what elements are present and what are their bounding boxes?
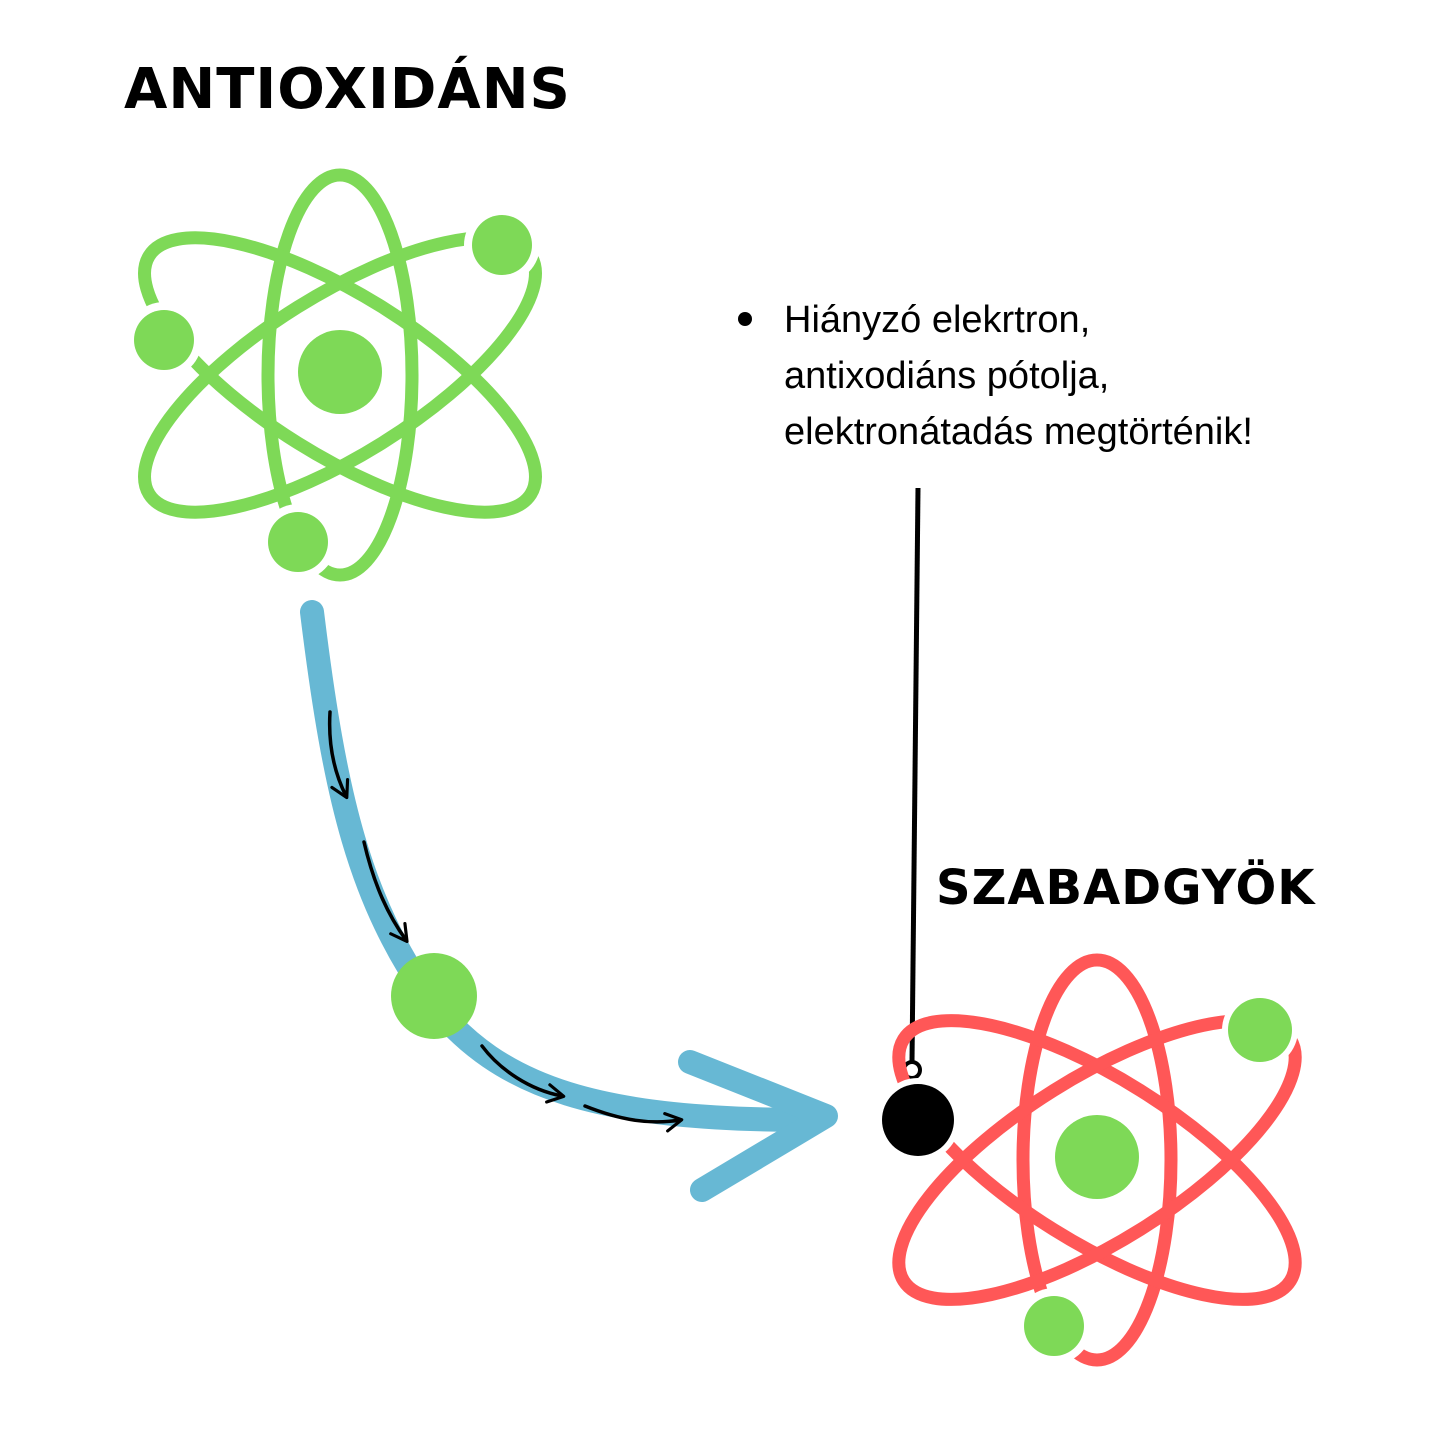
electron bbox=[268, 512, 328, 572]
antioxidant-atom bbox=[126, 168, 542, 582]
electron bbox=[1228, 998, 1292, 1062]
electron bbox=[1024, 1296, 1084, 1356]
transferred-electron bbox=[391, 953, 477, 1039]
nucleus bbox=[1055, 1115, 1139, 1199]
motion-arrow-icon bbox=[480, 1044, 566, 1104]
free-radical-title: SZABADGYÖK bbox=[936, 860, 1316, 916]
explanation-note: Hiányzó elekrtron, antixodiáns pótolja, … bbox=[730, 292, 1410, 460]
free-radical-atom bbox=[876, 953, 1302, 1367]
electron bbox=[472, 215, 532, 275]
orbit-diagonal-a bbox=[892, 1014, 1302, 1306]
nucleus bbox=[298, 330, 382, 414]
note-line: antixodiáns pótolja, bbox=[784, 355, 1110, 397]
electron bbox=[134, 310, 194, 370]
orbit-diagonal-a bbox=[138, 231, 542, 519]
electron-hole-icon bbox=[882, 1084, 954, 1156]
arrow-head-icon bbox=[678, 1050, 838, 1202]
transfer-arrow bbox=[300, 600, 838, 1202]
motion-arrow-icon bbox=[362, 840, 409, 943]
antioxidant-title: ANTIOXIDÁNS bbox=[124, 57, 571, 122]
note-line: Hiányzó elekrtron, bbox=[784, 299, 1091, 341]
bullet-icon bbox=[738, 312, 752, 326]
note-line: elektronátadás megtörténik! bbox=[784, 411, 1253, 453]
motion-arrow-icon bbox=[327, 710, 350, 800]
motion-arrow-icon bbox=[583, 1104, 684, 1133]
pointer-line bbox=[902, 487, 922, 1080]
curved-arrow-icon bbox=[300, 600, 824, 1132]
orbit-vertical bbox=[261, 168, 419, 582]
orbit-vertical bbox=[1016, 953, 1178, 1367]
